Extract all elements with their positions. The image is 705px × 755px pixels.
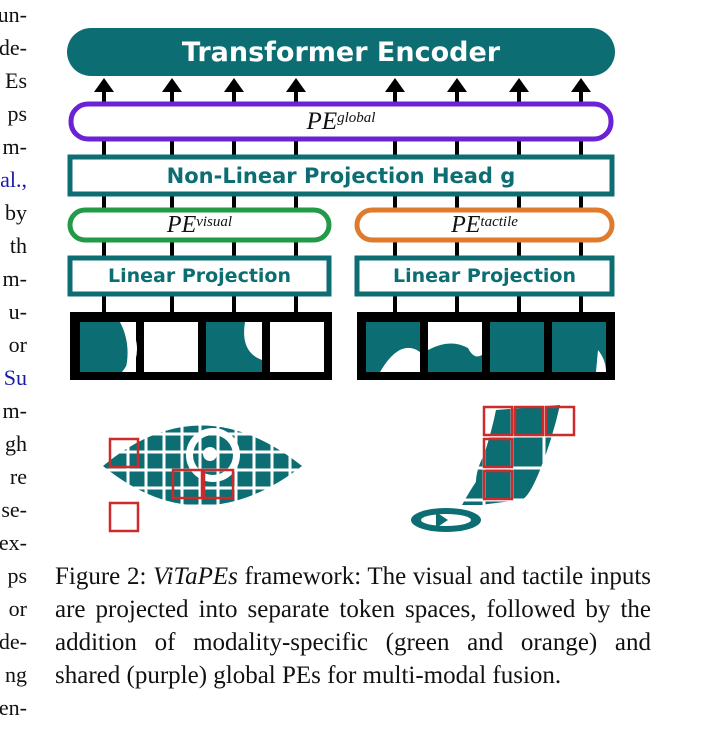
caption-name: ViTaPEs	[153, 563, 238, 590]
pe-visual-base: PE	[166, 211, 197, 238]
projection-head-label: Non-Linear Projection Head g	[166, 163, 516, 188]
left-line: ps	[7, 563, 27, 588]
eye-image	[100, 400, 305, 533]
left-line: or	[8, 332, 27, 357]
left-line: Es	[5, 68, 27, 93]
left-line: gh	[5, 431, 27, 456]
left-line: by	[5, 200, 27, 225]
left-column-text: un- de- Es ps m- al., by th m- u- or Su …	[0, 0, 30, 755]
pe-tactile-sup: tactile	[480, 213, 518, 230]
caption-prefix: Figure 2:	[55, 563, 154, 590]
linear-projection-right-label: Linear Projection	[392, 265, 577, 287]
left-line: ex-	[0, 530, 27, 555]
left-line: en-	[0, 695, 27, 720]
left-line-link[interactable]: al.,	[0, 167, 27, 192]
framework-diagram	[67, 28, 615, 540]
caption-text: framework: The visual and tactile inputs…	[55, 563, 651, 689]
left-line: ng	[5, 662, 27, 687]
left-line: m-	[2, 398, 27, 423]
tactile-patch-strip	[357, 312, 615, 380]
left-line: u-	[8, 299, 27, 324]
pe-global-sup: global	[337, 110, 376, 126]
left-line: or	[8, 596, 27, 621]
left-line: m-	[2, 134, 27, 159]
pe-visual-box	[67, 207, 332, 243]
left-line: th	[9, 233, 27, 258]
left-line: un-	[0, 2, 27, 27]
left-line: m-	[2, 266, 27, 291]
left-line: ps	[7, 101, 27, 126]
pe-tactile-box	[354, 207, 615, 243]
left-line: se-	[1, 497, 27, 522]
projection-head-box	[67, 154, 615, 197]
pe-visual-sup: visual	[196, 213, 233, 230]
left-line: de-	[0, 629, 27, 654]
visual-patch-strip	[70, 312, 332, 380]
transformer-encoder-label: Transformer Encoder	[181, 36, 501, 68]
tactile-image	[410, 400, 580, 540]
linear-projection-left-box	[67, 255, 332, 297]
transformer-encoder-box	[67, 28, 615, 76]
pe-global-box	[68, 101, 614, 142]
figure-caption: Figure 2: ViTaPEs framework: The visual …	[55, 560, 651, 692]
linear-projection-right-box	[354, 255, 615, 297]
arrowheads	[94, 78, 591, 92]
left-line: de-	[0, 35, 27, 60]
left-line-link[interactable]: Su	[3, 365, 27, 390]
left-line: re	[9, 464, 27, 489]
pe-tactile-base: PE	[451, 211, 481, 238]
linear-projection-left-label: Linear Projection	[107, 265, 292, 287]
pe-global-base: PE	[306, 107, 338, 135]
